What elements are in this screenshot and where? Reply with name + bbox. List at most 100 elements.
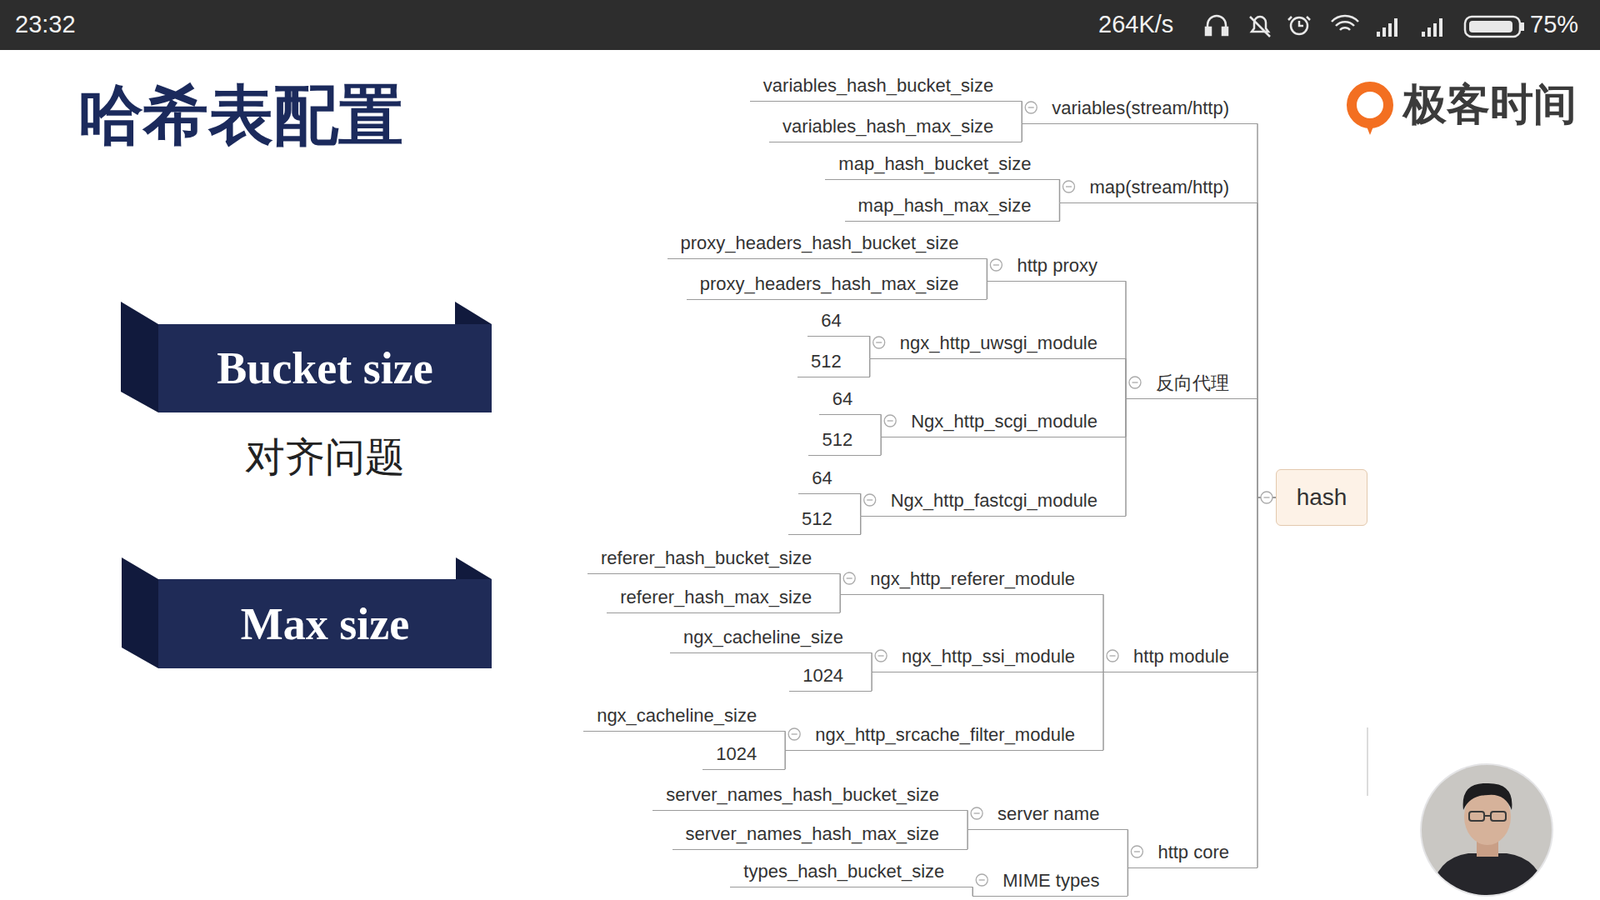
topic-text: variables_hash_bucket_size: [763, 75, 994, 96]
collapse-icon-minus: [993, 264, 1000, 265]
mindmap-connector: [869, 358, 871, 377]
mindmap-connector: [880, 436, 882, 455]
leaf-topic: types_hash_bucket_size: [730, 857, 973, 889]
leaf-topic: ngx_cacheline_size: [670, 623, 872, 655]
topic-text: 1024: [715, 743, 757, 765]
collapse-icon-minus: [875, 341, 882, 343]
status-icons: [1205, 15, 1359, 37]
status-bar: [0, 0, 1600, 50]
topic-text: http core: [1157, 841, 1230, 863]
mindmap-connector: [1125, 398, 1127, 516]
topic-text: referer_hash_bucket_size: [600, 547, 812, 569]
mindmap-connector: [784, 750, 786, 770]
topic-text: 64: [832, 388, 853, 410]
topic-text: map(stream/http): [1090, 176, 1230, 198]
mindmap-connector: [1021, 123, 1024, 142]
mindmap-connector: [1257, 497, 1276, 868]
topic-text: ngx_http_uwsgi_module: [900, 332, 1098, 354]
leaf-topic: 512: [808, 425, 881, 457]
presenter-avatar: [1416, 763, 1559, 900]
collapse-icon-minus: [1264, 496, 1270, 498]
topic-text: MIME types: [1002, 870, 1100, 891]
mindmap-connector: [1059, 202, 1061, 221]
collapse-icon-minus: [974, 812, 980, 814]
collapse-icon: [1130, 845, 1143, 858]
collapse-icon: [788, 728, 800, 740]
status-battery: 75%: [1530, 10, 1579, 40]
topic-text: ngx_http_referer_module: [870, 568, 1075, 590]
collapse-icon: [875, 650, 887, 662]
leaf-topic: server_names_hash_max_size: [672, 820, 969, 851]
topic-text: variables_hash_max_size: [782, 115, 994, 137]
topic-text: server name: [997, 803, 1100, 825]
branch-topic: variables(stream/http): [1021, 94, 1258, 125]
topic-text: 512: [821, 429, 853, 450]
topic-text: variables(stream/http): [1051, 97, 1230, 119]
collapse-icon-minus: [866, 499, 873, 500]
topic-text: server_names_hash_bucket_size: [665, 784, 940, 805]
leaf-topic: 1024: [789, 661, 872, 693]
mindmap-connector: [1257, 123, 1276, 498]
collapse-icon: [970, 807, 983, 820]
logo-text: 极客时间: [1403, 78, 1577, 130]
leaf-topic: map_hash_bucket_size: [825, 150, 1060, 181]
collapse-icon-minus: [979, 879, 985, 880]
mindmap-connector: [1257, 202, 1276, 498]
status-time: 23:32: [15, 10, 76, 40]
collapse-icon-minus: [1065, 185, 1072, 187]
branch-topic: ngx_http_srcache_filter_module: [785, 720, 1104, 752]
collapse-icon: [1260, 491, 1273, 504]
topic-text: Ngx_http_fastcgi_module: [890, 490, 1098, 511]
leaf-topic: variables_hash_max_size: [769, 112, 1022, 144]
signal-bars: [1376, 18, 1443, 37]
branch-topic: ngx_http_referer_module: [840, 565, 1104, 596]
collapse-icon: [1025, 101, 1037, 114]
topic-text: 反向代理: [1155, 372, 1230, 394]
ribbon-folds: [120, 301, 492, 669]
status-speed: 264K/s: [1098, 10, 1174, 40]
leaf-topic: proxy_headers_hash_max_size: [686, 270, 988, 301]
banner-note: 对齐问题: [157, 433, 493, 482]
leaf-topic: referer_hash_bucket_size: [587, 544, 840, 575]
collapse-icon-minus: [846, 577, 853, 579]
leaf-topic: 64: [807, 306, 870, 338]
collapse-icon: [1063, 180, 1075, 193]
branch-topic: MIME types: [972, 866, 1128, 898]
collapse-icon: [975, 874, 988, 886]
battery-icon: [1465, 16, 1525, 37]
leaf-topic: 512: [788, 505, 861, 536]
collapse-icon-minus: [1132, 381, 1139, 383]
branch-topic: ngx_http_uwsgi_module: [870, 329, 1126, 360]
leaf-topic: ngx_cacheline_size: [583, 701, 785, 733]
leaf-topic: map_hash_max_size: [845, 191, 1060, 223]
topic-text: 64: [820, 310, 841, 331]
topic-text: ngx_cacheline_size: [596, 705, 757, 726]
topic-text: proxy_headers_hash_bucket_size: [680, 232, 960, 254]
root-topic: hash: [1275, 469, 1368, 526]
collapse-icon-minus: [791, 733, 798, 735]
branch-topic: map(stream/http): [1060, 173, 1259, 205]
topic-text: proxy_headers_hash_max_size: [700, 273, 960, 295]
collapse-icon: [884, 415, 896, 427]
mindmap-connector: [870, 671, 873, 691]
mindmap-connector: [1127, 867, 1130, 896]
topic-text: 1024: [802, 665, 844, 686]
topic-text: map_hash_max_size: [858, 195, 1032, 216]
leaf-topic: server_names_hash_bucket_size: [652, 780, 968, 812]
collapse-icon: [1106, 650, 1119, 662]
collapse-icon-minus: [1028, 106, 1035, 108]
topic-text: ngx_http_srcache_filter_module: [815, 724, 1075, 745]
leaf-topic: referer_hash_max_size: [606, 583, 840, 615]
collapse-icon: [873, 336, 885, 349]
leaf-topic: 64: [798, 464, 860, 495]
topic-text: ngx_cacheline_size: [683, 626, 844, 648]
mindmap-connector: [1257, 497, 1276, 672]
collapse-icon-minus: [887, 420, 894, 421]
topic-text: hash: [1296, 484, 1348, 511]
branch-topic: Ngx_http_fastcgi_module: [860, 486, 1126, 518]
topic-text: 64: [811, 467, 832, 489]
topic-text: http module: [1133, 645, 1230, 667]
collapse-icon: [843, 572, 855, 585]
slide-title: 哈希表配置: [78, 80, 404, 152]
